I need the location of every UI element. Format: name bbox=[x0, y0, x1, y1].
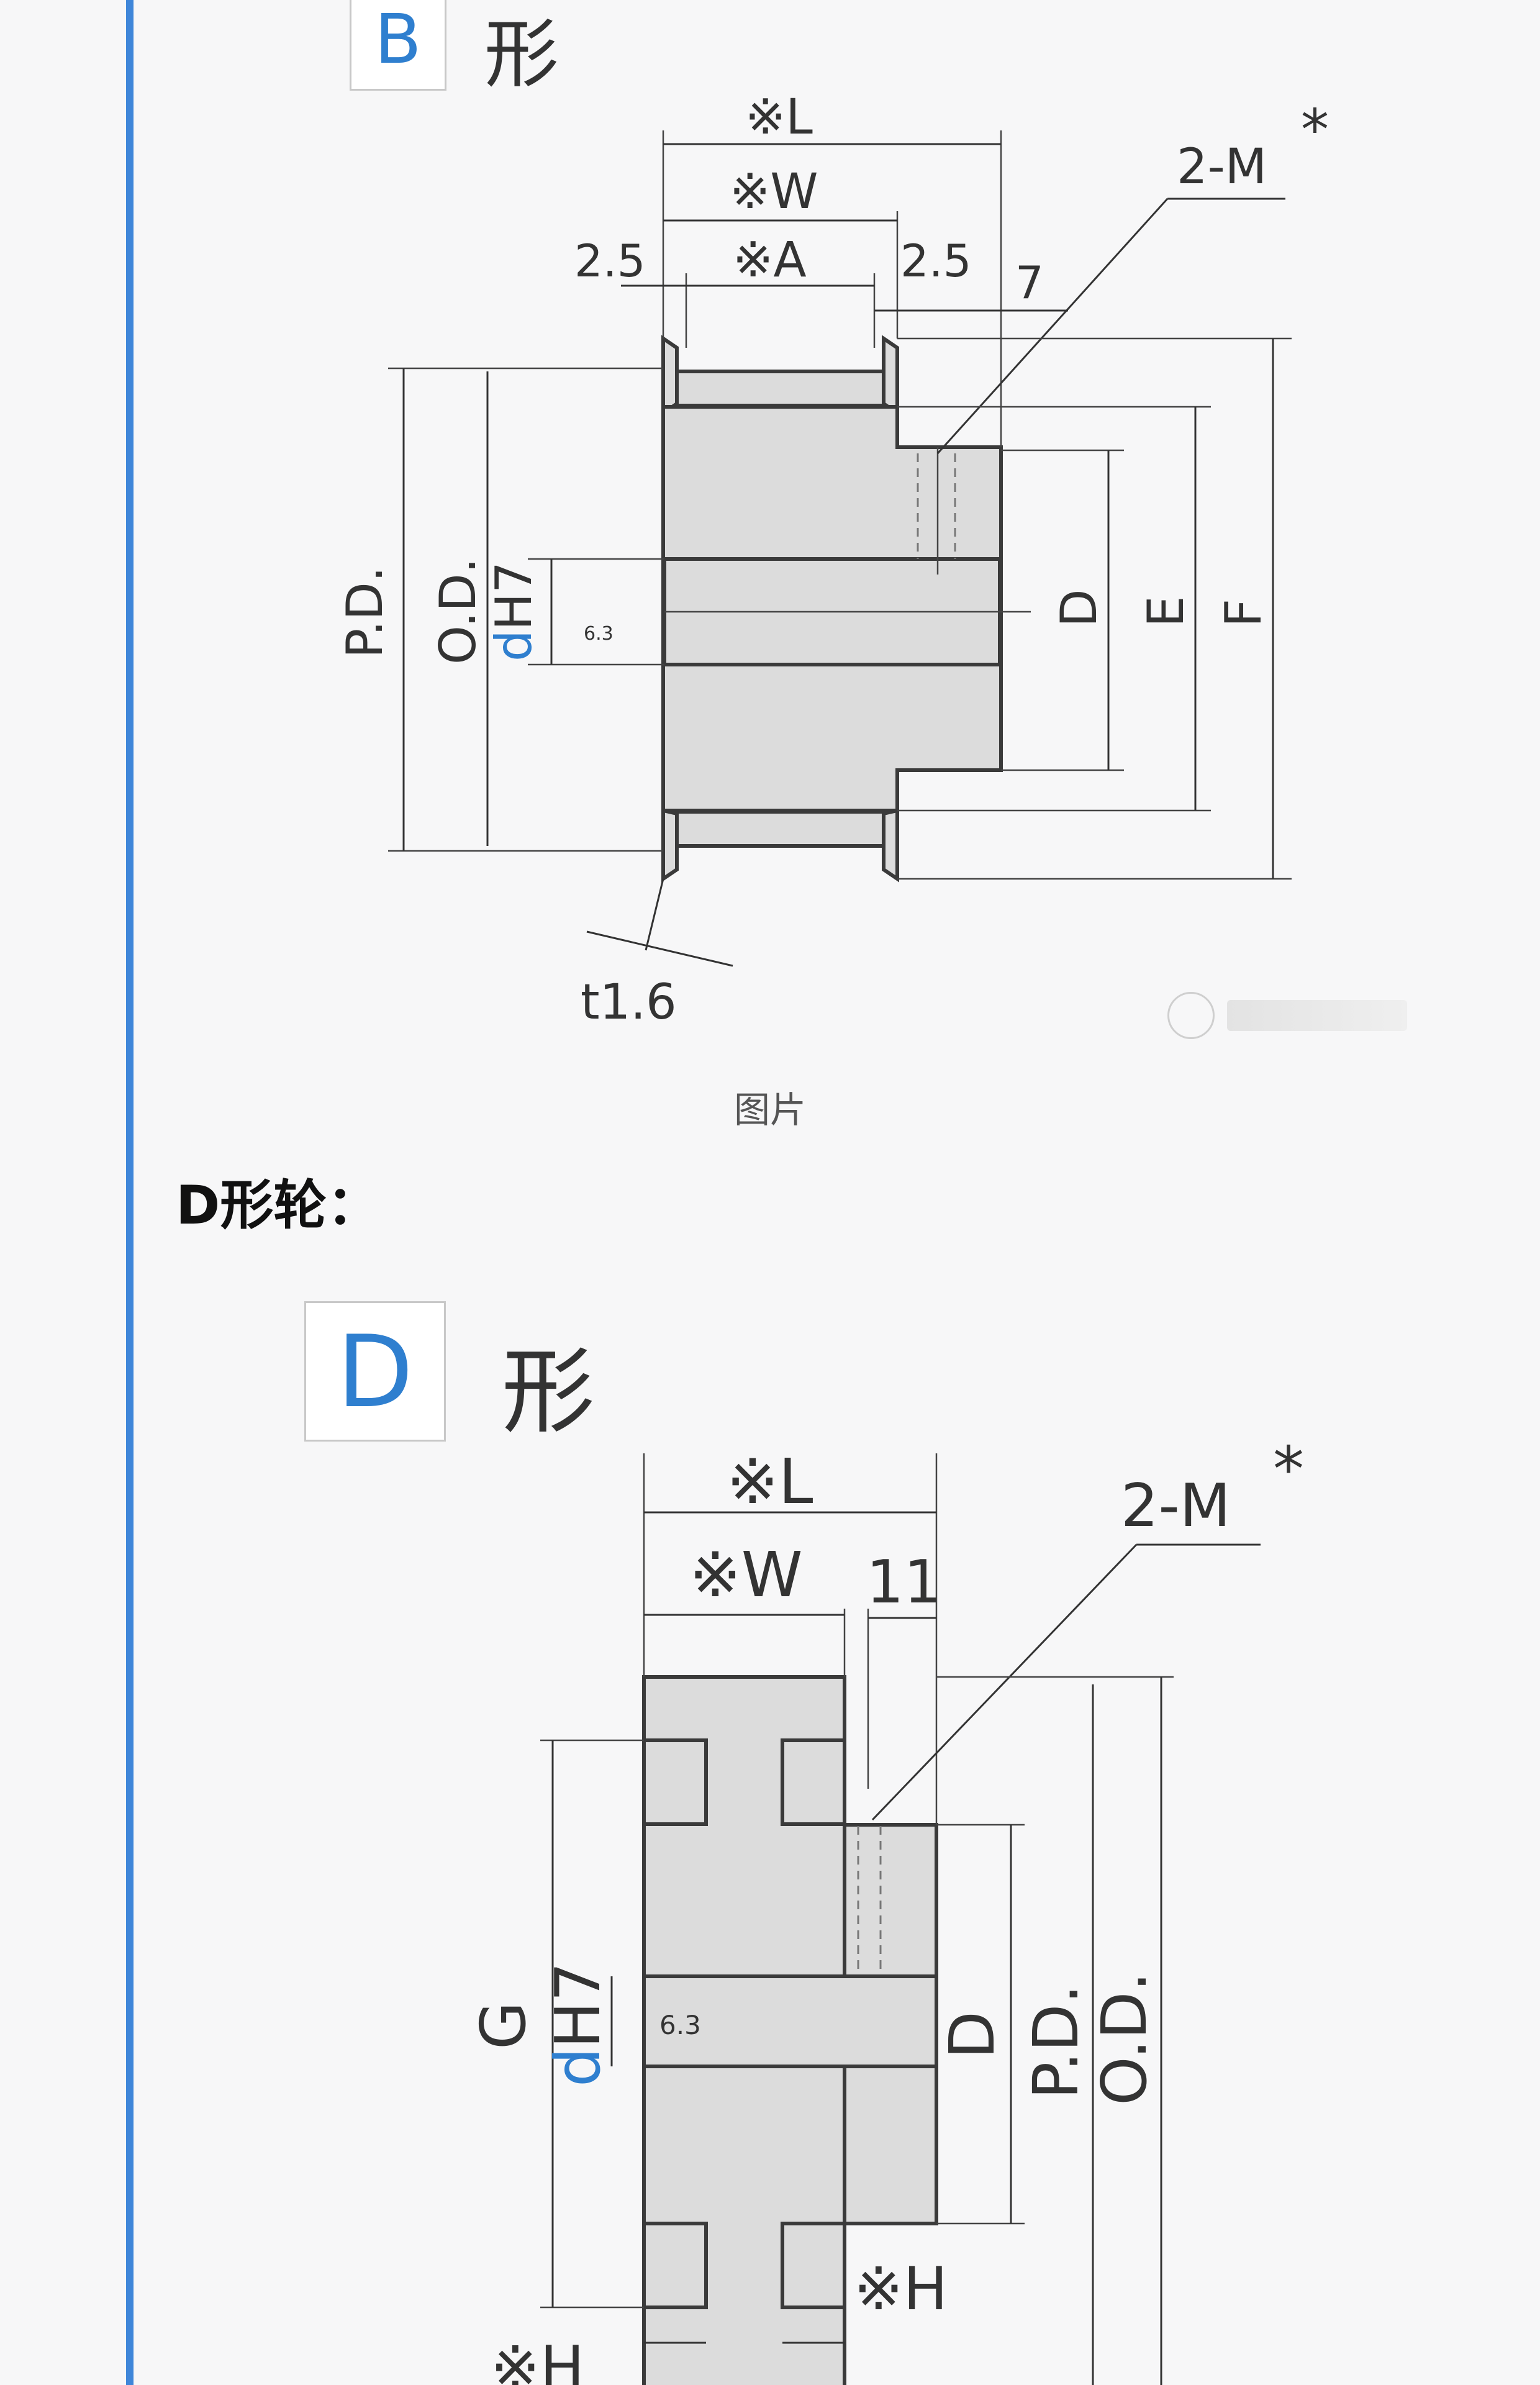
b-label-L: ※L bbox=[745, 89, 813, 145]
b-teeth-bottom bbox=[675, 810, 886, 848]
b-label-roughness: 6.3 bbox=[584, 623, 614, 645]
b-label-D: D bbox=[1050, 589, 1108, 627]
watermark-text bbox=[1227, 1000, 1407, 1031]
d-label-D: D bbox=[936, 2011, 1008, 2059]
d-label-dH7-H7: H7 bbox=[541, 1962, 614, 2048]
b-label-E: E bbox=[1137, 596, 1195, 627]
b-label-OD: O.D. bbox=[429, 558, 487, 665]
d-label-PD: P.D. bbox=[1020, 1984, 1092, 2099]
watermark-logo-icon bbox=[1167, 992, 1215, 1039]
b-label-screw-star: * bbox=[1301, 98, 1329, 163]
d-label-screw: 2-M bbox=[1121, 1472, 1231, 1540]
d-label-eleven: 11 bbox=[866, 1548, 941, 1617]
type-d-letter: D bbox=[337, 1313, 414, 1430]
b-label-dH7-d: d bbox=[485, 630, 543, 661]
b-flange-left-bottom bbox=[661, 808, 679, 883]
b-flange-right-bottom bbox=[882, 808, 899, 883]
figure-d-drawing: ※L ※W 11 2-M * G d H7 6.3 D P.D. O.D. ※H… bbox=[467, 1433, 1304, 2385]
d-groove-top-left bbox=[642, 1738, 708, 1826]
type-d-char: 形 bbox=[502, 1338, 596, 1447]
figure-caption: 图片 bbox=[733, 1089, 806, 1131]
d-label-dH7-d: d bbox=[541, 2048, 614, 2087]
d-groove-bottom-left bbox=[642, 2222, 708, 2309]
d-label-screw-star: * bbox=[1273, 1433, 1304, 1506]
section-heading: D形轮： bbox=[176, 1174, 381, 1237]
b-dim-t-base bbox=[586, 930, 733, 967]
b-label-t: t1.6 bbox=[581, 974, 677, 1030]
d-label-L: ※L bbox=[727, 1445, 813, 1518]
b-dim-t-leader bbox=[645, 878, 664, 951]
type-b-char: 形 bbox=[484, 12, 559, 98]
b-flange-left-top bbox=[661, 335, 679, 417]
d-groove-top-right bbox=[781, 1738, 846, 1826]
b-label-left-flange: 2.5 bbox=[574, 235, 646, 287]
b-label-right-flange: 2.5 bbox=[900, 235, 972, 287]
d-label-G: G bbox=[467, 2002, 540, 2050]
figure-b-drawing: ※L ※W ※A 2.5 2.5 7 2-M * P.D. O.D. d H7 … bbox=[336, 89, 1329, 1030]
b-label-A: ※A bbox=[733, 232, 807, 288]
type-b-letter: B bbox=[374, 0, 422, 79]
d-bore bbox=[642, 1974, 938, 2068]
b-teeth-top bbox=[675, 370, 886, 407]
b-label-dH7-H7: H7 bbox=[485, 561, 543, 630]
d-label-W: ※W bbox=[689, 1538, 803, 1611]
d-label-roughness: 6.3 bbox=[659, 2010, 701, 2040]
b-screw-leader bbox=[936, 198, 1169, 455]
d-groove-bottom-right bbox=[781, 2222, 846, 2309]
d-screw-leader bbox=[871, 1543, 1138, 1821]
type-d-badge: D bbox=[304, 1301, 446, 1442]
left-accent-bar bbox=[126, 0, 134, 2385]
b-flange-right-top bbox=[882, 335, 899, 417]
d-label-H-left: ※H bbox=[491, 2334, 584, 2385]
type-b-badge: B bbox=[350, 0, 446, 91]
b-label-W: ※W bbox=[730, 164, 818, 220]
watermark bbox=[1167, 991, 1416, 1040]
d-label-OD: O.D. bbox=[1088, 1972, 1161, 2106]
b-label-F: F bbox=[1215, 599, 1272, 627]
b-label-screw: 2-M bbox=[1177, 139, 1267, 195]
d-label-H-right: ※H bbox=[854, 2255, 948, 2324]
b-label-seven: 7 bbox=[1015, 257, 1044, 309]
b-label-PD: P.D. bbox=[336, 566, 394, 658]
